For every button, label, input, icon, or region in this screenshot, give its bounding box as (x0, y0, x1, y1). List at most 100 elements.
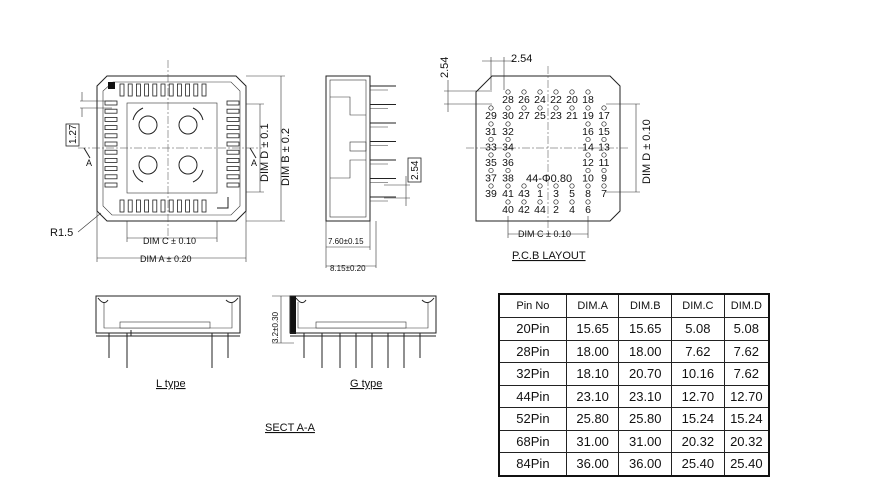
contact-pad (226, 100, 240, 106)
pcb-hole (537, 199, 543, 205)
header-dim-c: DIM.C (671, 293, 725, 318)
pcb-hole (488, 152, 494, 158)
pcb-pin-number: 34 (502, 142, 514, 154)
l-type-body (95, 295, 241, 334)
contact-pad (104, 149, 118, 155)
pcb-outline (475, 75, 621, 222)
pcb-hole (488, 136, 494, 143)
standoff-circle-tl (138, 115, 158, 135)
pcb-hole (553, 89, 559, 95)
right-contact-column (226, 100, 240, 188)
pcb-pin-number: 11 (599, 157, 610, 169)
pcb-pin-number: 25 (534, 110, 546, 122)
pcb-pin-number: 20 (566, 94, 578, 106)
pcb-hole (553, 105, 559, 111)
contact-pad (104, 157, 118, 163)
table-cell-value: 7.62 (671, 339, 725, 363)
contact-pad (226, 166, 240, 172)
pcb-pin-number: 26 (518, 94, 530, 106)
table-cell-value: 20.32 (671, 429, 725, 453)
pcb-hole (569, 183, 575, 189)
pcb-pin-number: 9 (601, 173, 607, 185)
dim-b-label: DIM B ± 0.2 (280, 128, 292, 186)
pcb-pin-number: 29 (485, 110, 497, 122)
pcb-pin-number: 15 (598, 126, 610, 138)
table-cell-pin: 44Pin (498, 384, 567, 408)
socket-outline (96, 75, 247, 222)
contact-pad (135, 83, 141, 97)
table-cell-pin: 52Pin (498, 407, 567, 431)
pitch-label: 1.27 (68, 124, 79, 144)
pcb-title: P.C.B LAYOUT (512, 250, 586, 262)
l-type-base (119, 321, 211, 329)
pcb-pin-number: 31 (485, 126, 497, 138)
side-internal-lines (330, 96, 366, 179)
pcb-pin-number: 38 (502, 173, 514, 185)
pcb-hole (601, 152, 607, 158)
pin1-corner-mark (217, 197, 229, 209)
pcb-pin-number: 3 (553, 188, 559, 200)
arc-br (192, 169, 204, 183)
g-type-contacts (295, 297, 435, 304)
g-type-base (315, 321, 407, 329)
contact-pad (144, 199, 150, 213)
pcb-hole (585, 136, 591, 143)
contact-pad (152, 199, 158, 213)
pcb-pin-number: 27 (518, 110, 530, 122)
left-contact-column (104, 100, 118, 188)
pcb-254-left: 2.54 (439, 57, 451, 78)
pcb-pin-number: 40 (502, 204, 514, 216)
pcb-dim-d: DIM D ± 0.10 (641, 119, 653, 184)
contact-pad (104, 182, 118, 188)
pcb-hole (505, 199, 511, 205)
contact-pad (226, 174, 240, 180)
pcb-hole (488, 105, 494, 111)
contact-pad (168, 199, 174, 213)
pcb-pin-number: 43 (518, 188, 530, 200)
pcb-pin-number: 36 (502, 157, 514, 169)
side-view: 7.60±0.15 8.15±0.20 2.54 (325, 75, 422, 273)
side-body-inner (329, 79, 367, 218)
pcb-pin-number: 24 (534, 94, 546, 106)
pcb-hole (585, 121, 591, 127)
dim-d-label: DIM D ± 0.1 (259, 123, 271, 182)
height-label: 3.2±0.30 (271, 311, 280, 343)
side-254-box (407, 157, 422, 183)
contact-pad (201, 199, 207, 213)
contact-pad (226, 117, 240, 122)
contact-pad (193, 199, 199, 213)
bottom-contact-row (119, 199, 207, 213)
pcb-hole (553, 199, 559, 205)
contact-pad (104, 108, 118, 114)
g-type-label: G type (350, 378, 382, 390)
section-label-left: A (86, 158, 92, 168)
table-cell-value: 7.62 (723, 339, 770, 363)
table-cell-value: 23.10 (565, 384, 620, 408)
pcb-pin-number: 6 (585, 204, 591, 216)
pcb-pin-number: 5 (569, 188, 575, 200)
pcb-hole (537, 89, 543, 95)
table-cell-value: 20.32 (723, 429, 770, 453)
pcb-pin-number: 7 (601, 188, 607, 200)
pcb-hole (585, 167, 591, 174)
pcb-hole (585, 152, 591, 158)
pcb-dim-c: DIM C ± 0.10 (518, 229, 571, 239)
pcb-pin-number: 14 (582, 142, 594, 154)
table-cell-value: 25.40 (671, 452, 725, 476)
pcb-pin-number: 2 (553, 204, 559, 216)
contact-pad (152, 83, 158, 97)
contact-pad (226, 157, 240, 163)
table-cell-value: 25.80 (618, 407, 673, 431)
table-cell-pin: 84Pin (498, 452, 567, 476)
pcb-pin-number: 4 (569, 204, 575, 216)
side-dim-760: 7.60±0.15 (328, 237, 364, 246)
contact-pad (176, 199, 182, 213)
pcb-hole (521, 89, 527, 95)
header-pin-no: Pin No (498, 293, 567, 318)
header-dim-a: DIM.A (565, 293, 620, 318)
